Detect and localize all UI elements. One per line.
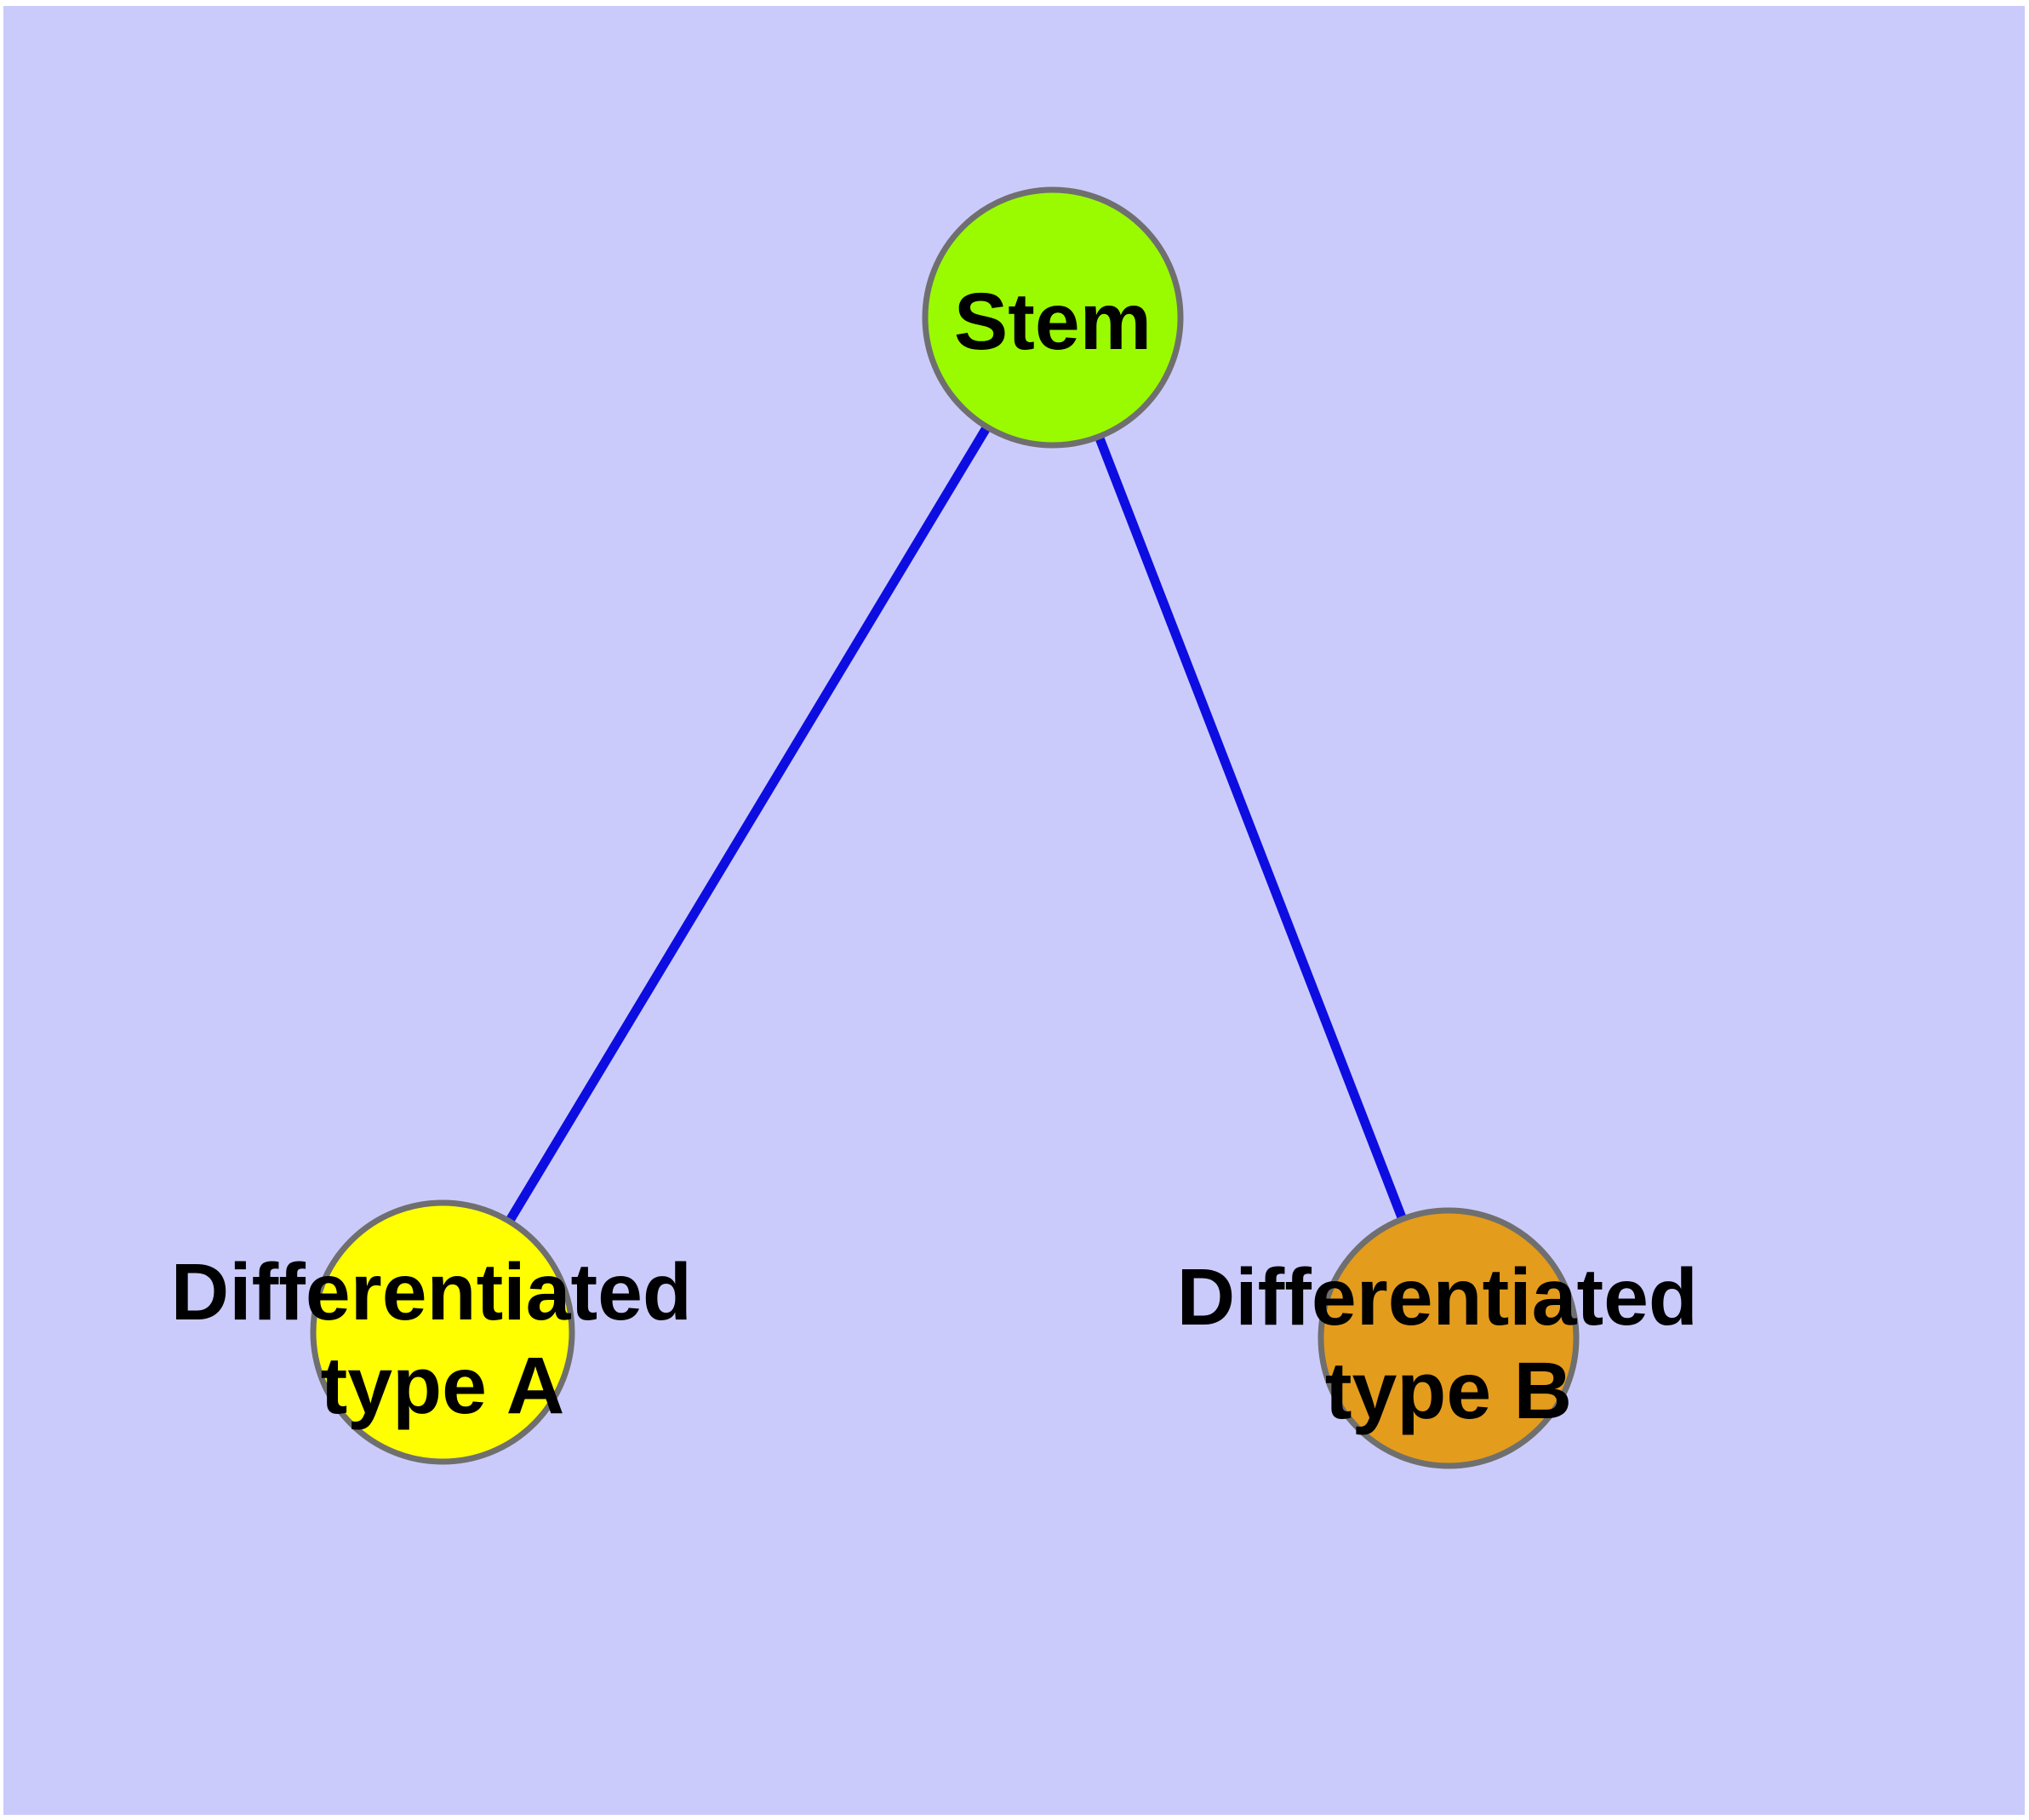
node-type-a-label-line2: type A	[321, 1341, 565, 1431]
edge-stem-to-type-a	[438, 315, 1057, 1335]
node-differentiated-type-b	[1317, 1207, 1580, 1469]
node-stem	[922, 186, 1184, 449]
edge-stem-to-type-b	[1048, 316, 1454, 1340]
node-differentiated-type-a	[310, 1199, 575, 1465]
node-type-b-label-line2: type B	[1325, 1346, 1572, 1436]
node-type-a-label-line1: Differentiated	[171, 1247, 692, 1337]
node-type-a-label: Differentiated type A	[171, 1247, 715, 1431]
node-stem-label: Stem	[954, 277, 1152, 367]
node-type-b-label: Differentiated type B	[1177, 1252, 1721, 1436]
node-type-b-label-line1: Differentiated	[1177, 1252, 1698, 1342]
